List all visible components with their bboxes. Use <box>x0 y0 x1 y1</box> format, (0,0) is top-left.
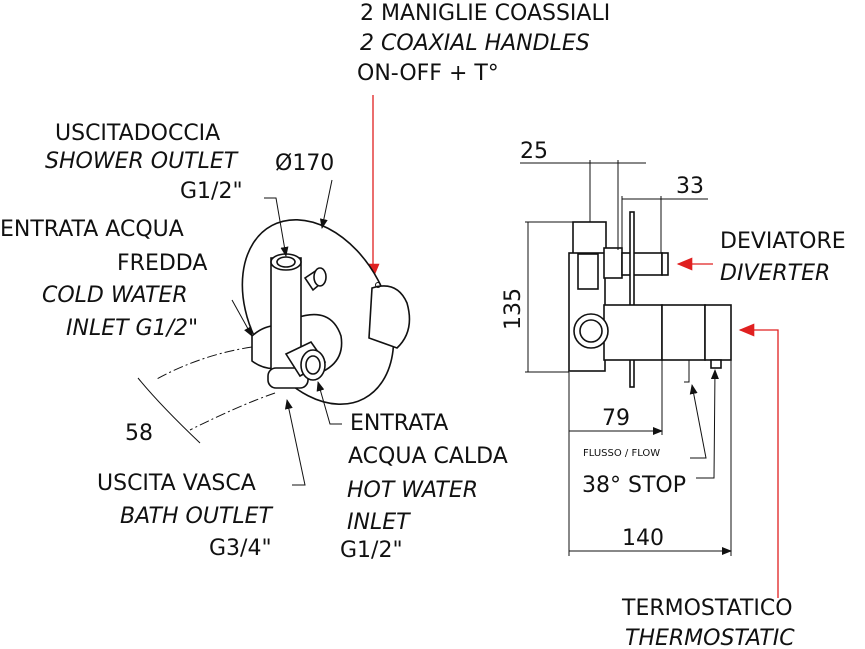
cold-inlet-it2: FREDDA <box>117 251 207 276</box>
shower-outlet-en: SHOWER OUTLET <box>45 149 239 174</box>
top-callout-en: 2 COAXIAL HANDLES <box>360 31 590 56</box>
cold-inlet-en1: COLD WATER <box>42 283 188 308</box>
shower-outlet-size: G1/2" <box>180 179 243 204</box>
isometric-view <box>241 218 411 406</box>
hot-inlet-en1: HOT WATER <box>347 478 478 503</box>
hot-inlet-it2: ACQUA CALDA <box>348 444 508 469</box>
flow-label: FLUSSO / FLOW <box>583 448 660 459</box>
thermostatic-en: THERMOSTATIC <box>625 626 795 649</box>
dim-135: 135 <box>501 288 526 330</box>
dim-25: 25 <box>520 139 548 164</box>
hot-inlet-en2: INLET <box>347 510 411 535</box>
diameter-label: Ø170 <box>275 151 334 176</box>
diverter-it: DEVIATORE <box>720 229 846 254</box>
top-callout-it: 2 MANIGLIE COASSIALI <box>360 1 610 26</box>
hot-inlet-it1: ENTRATA <box>350 411 448 436</box>
cold-inlet-it1: ENTRATA ACQUA <box>0 217 184 242</box>
bath-outlet-it: USCITA VASCA <box>97 471 256 496</box>
cold-inlet-en2: INLET G1/2" <box>66 316 198 341</box>
hot-inlet-size: G1/2" <box>340 538 403 563</box>
top-callout-function: ON-OFF + T° <box>357 61 499 86</box>
shower-outlet-it: USCITADOCCIA <box>55 121 220 146</box>
dim-58: 58 <box>125 421 153 446</box>
dim-33: 33 <box>676 174 704 199</box>
bath-outlet-size: G3/4" <box>209 536 272 561</box>
side-view <box>568 211 732 388</box>
dim-79: 79 <box>602 406 630 431</box>
diverter-en: DIVERTER <box>720 261 830 286</box>
dim-140: 140 <box>622 526 664 551</box>
thermostatic-it: TERMOSTATICO <box>621 596 793 621</box>
bath-outlet-en: BATH OUTLET <box>120 504 274 529</box>
stop-label: 38° STOP <box>582 473 686 498</box>
